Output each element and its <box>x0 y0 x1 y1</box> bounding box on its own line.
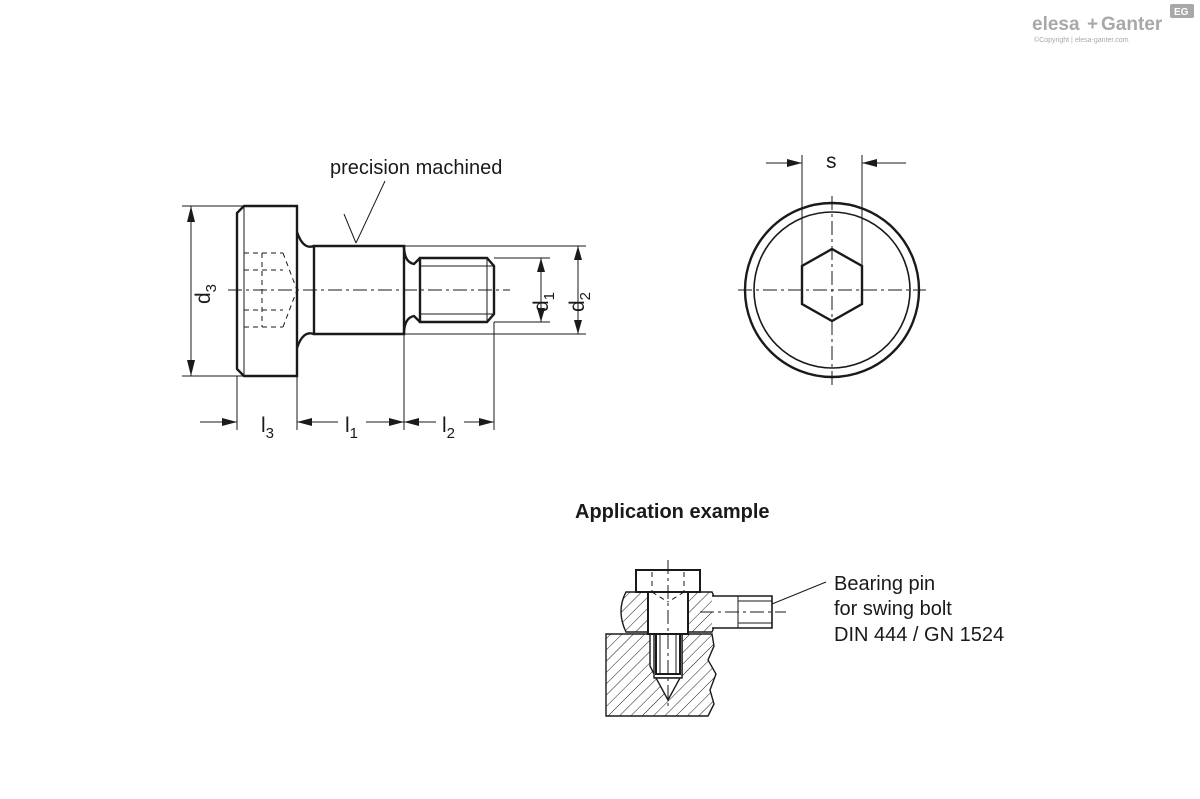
dim-d3-label: d3 <box>192 284 220 304</box>
swing-bolt-shank <box>712 595 773 629</box>
callout-leader <box>355 180 386 244</box>
dim-s-label: s <box>826 150 837 173</box>
application-title: Application example <box>575 501 770 523</box>
thread-groove-top <box>402 245 421 266</box>
side-view: precision machined d3 d1 <box>182 157 594 442</box>
logo-brand-right: Ganter <box>1101 14 1163 35</box>
base-part <box>605 633 717 717</box>
application-example: Bearing pin for swing bolt DIN 444 / GN … <box>605 560 1004 717</box>
application-leader <box>771 581 827 605</box>
precision-machined-label: precision machined <box>330 157 502 179</box>
dim-l2-label: l2 <box>442 414 455 442</box>
dim-d2: d2 <box>404 245 594 335</box>
note-line-2: for swing bolt <box>834 598 952 620</box>
dim-d3: d3 <box>182 205 244 377</box>
thread-groove-bottom <box>402 314 421 335</box>
logo-brand-plus: + <box>1087 14 1098 35</box>
logo-brand-left: elesa <box>1032 14 1080 35</box>
dim-d1-label: d1 <box>530 292 558 312</box>
bolt-head <box>235 204 299 378</box>
callout-tick <box>343 213 357 244</box>
head-inner-circle <box>753 211 911 369</box>
dim-d2-label: d2 <box>566 292 594 312</box>
logo-badge-box <box>1170 4 1194 18</box>
dim-l1-label: l1 <box>345 414 358 442</box>
logo-badge: EG <box>1174 7 1189 18</box>
dim-lengths: l3 l1 l2 <box>200 322 495 442</box>
logo-copyright: ©Copyright | elesa-ganter.com <box>1034 36 1129 44</box>
note-line-1: Bearing pin <box>834 573 935 595</box>
hex-socket-hidden <box>244 252 298 328</box>
note-line-3: DIN 444 / GN 1524 <box>834 624 1004 646</box>
pin-head-socket <box>651 572 685 603</box>
end-view: s <box>738 150 926 386</box>
dim-s: s <box>766 150 906 304</box>
neck-groove-bottom <box>295 332 315 349</box>
brand-logo: elesa + Ganter EG ©Copyright | elesa-gan… <box>1032 4 1194 44</box>
dim-l3-label: l3 <box>261 414 274 442</box>
dim-d1: d1 <box>494 257 558 323</box>
neck-groove-top <box>295 231 315 248</box>
